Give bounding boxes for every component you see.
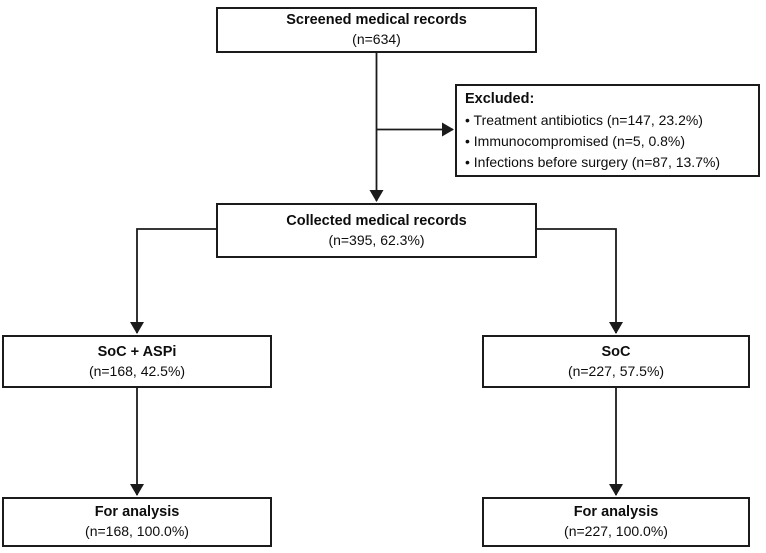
box-soc-aspi-count: (n=168, 42.5%) (88, 362, 186, 379)
box-collected-count: (n=395, 62.3%) (328, 231, 425, 248)
box-screened-count: (n=634) (352, 31, 401, 47)
box-analysis-soc: For analysis (n=227, 100.0%) (482, 497, 750, 547)
box-analysis-soc-title: For analysis (573, 504, 659, 520)
box-collected-title: Collected medical records (286, 212, 467, 229)
box-soc-aspi-title: SoC + ASPi (97, 343, 177, 360)
box-soc-title: SoC (601, 343, 631, 360)
box-analysis-soc-aspi-count: (n=168, 100.0%) (85, 523, 189, 539)
box-excluded: Excluded: • Treatment antibiotics (n=147… (455, 84, 760, 177)
box-soc-arm: SoC (n=227, 57.5%) (482, 335, 750, 388)
box-excluded-title: Excluded: (465, 90, 535, 107)
box-screened-records: Screened medical records (n=634) (216, 7, 537, 53)
box-analysis-soc-aspi-title: For analysis (94, 504, 180, 520)
box-screened-title: Screened medical records (286, 12, 467, 28)
box-analysis-soc-aspi: For analysis (n=168, 100.0%) (2, 497, 272, 547)
excluded-item-treatment-antibiotics: • Treatment antibiotics (n=147, 23.2%) (465, 111, 703, 128)
connector-collected-to-soc-aspi (130, 228, 216, 334)
box-collected-records: Collected medical records (n=395, 62.3%) (216, 203, 537, 258)
box-analysis-soc-count: (n=227, 100.0%) (564, 523, 668, 539)
connector-collected-to-soc (537, 228, 623, 334)
box-soc-aspi-arm: SoC + ASPi (n=168, 42.5%) (2, 335, 272, 388)
box-soc-count: (n=227, 57.5%) (567, 362, 665, 379)
excluded-item-infections-before-surgery: • Infections before surgery (n=87, 13.7%… (465, 153, 721, 170)
excluded-item-immunocompromised: • Immunocompromised (n=5, 0.8%) (465, 132, 686, 149)
